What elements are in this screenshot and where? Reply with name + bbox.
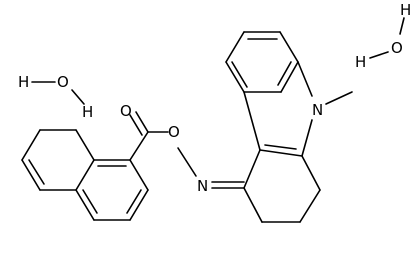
water-left-h2: H xyxy=(82,103,93,121)
water-left-bonds xyxy=(31,81,85,105)
water-right-oxygen: O xyxy=(391,39,403,57)
naphthalene-aromatic-ring xyxy=(75,159,149,221)
carbazole-benzene-ring xyxy=(225,31,299,93)
water-left-h1: H xyxy=(18,73,29,91)
oxime-nitrogen-label: N xyxy=(197,177,208,195)
ester-oxygen-label: O xyxy=(168,123,180,141)
water-right-h2: H xyxy=(400,1,411,19)
carbonyl-oxygen-label: O xyxy=(120,102,132,120)
pyrrole-ring xyxy=(243,61,313,157)
naphthalene-dihydro-ring xyxy=(21,129,95,191)
water-right-h1: H xyxy=(355,53,366,71)
water-right-bonds xyxy=(369,17,405,59)
n-methyl-bond xyxy=(325,91,353,105)
cyclohexene-ring xyxy=(243,149,321,223)
oxime-linkage xyxy=(147,131,245,189)
ester-carbonyl xyxy=(129,111,149,161)
ring-nitrogen-label: N xyxy=(312,101,323,119)
water-left-oxygen: O xyxy=(57,73,69,91)
